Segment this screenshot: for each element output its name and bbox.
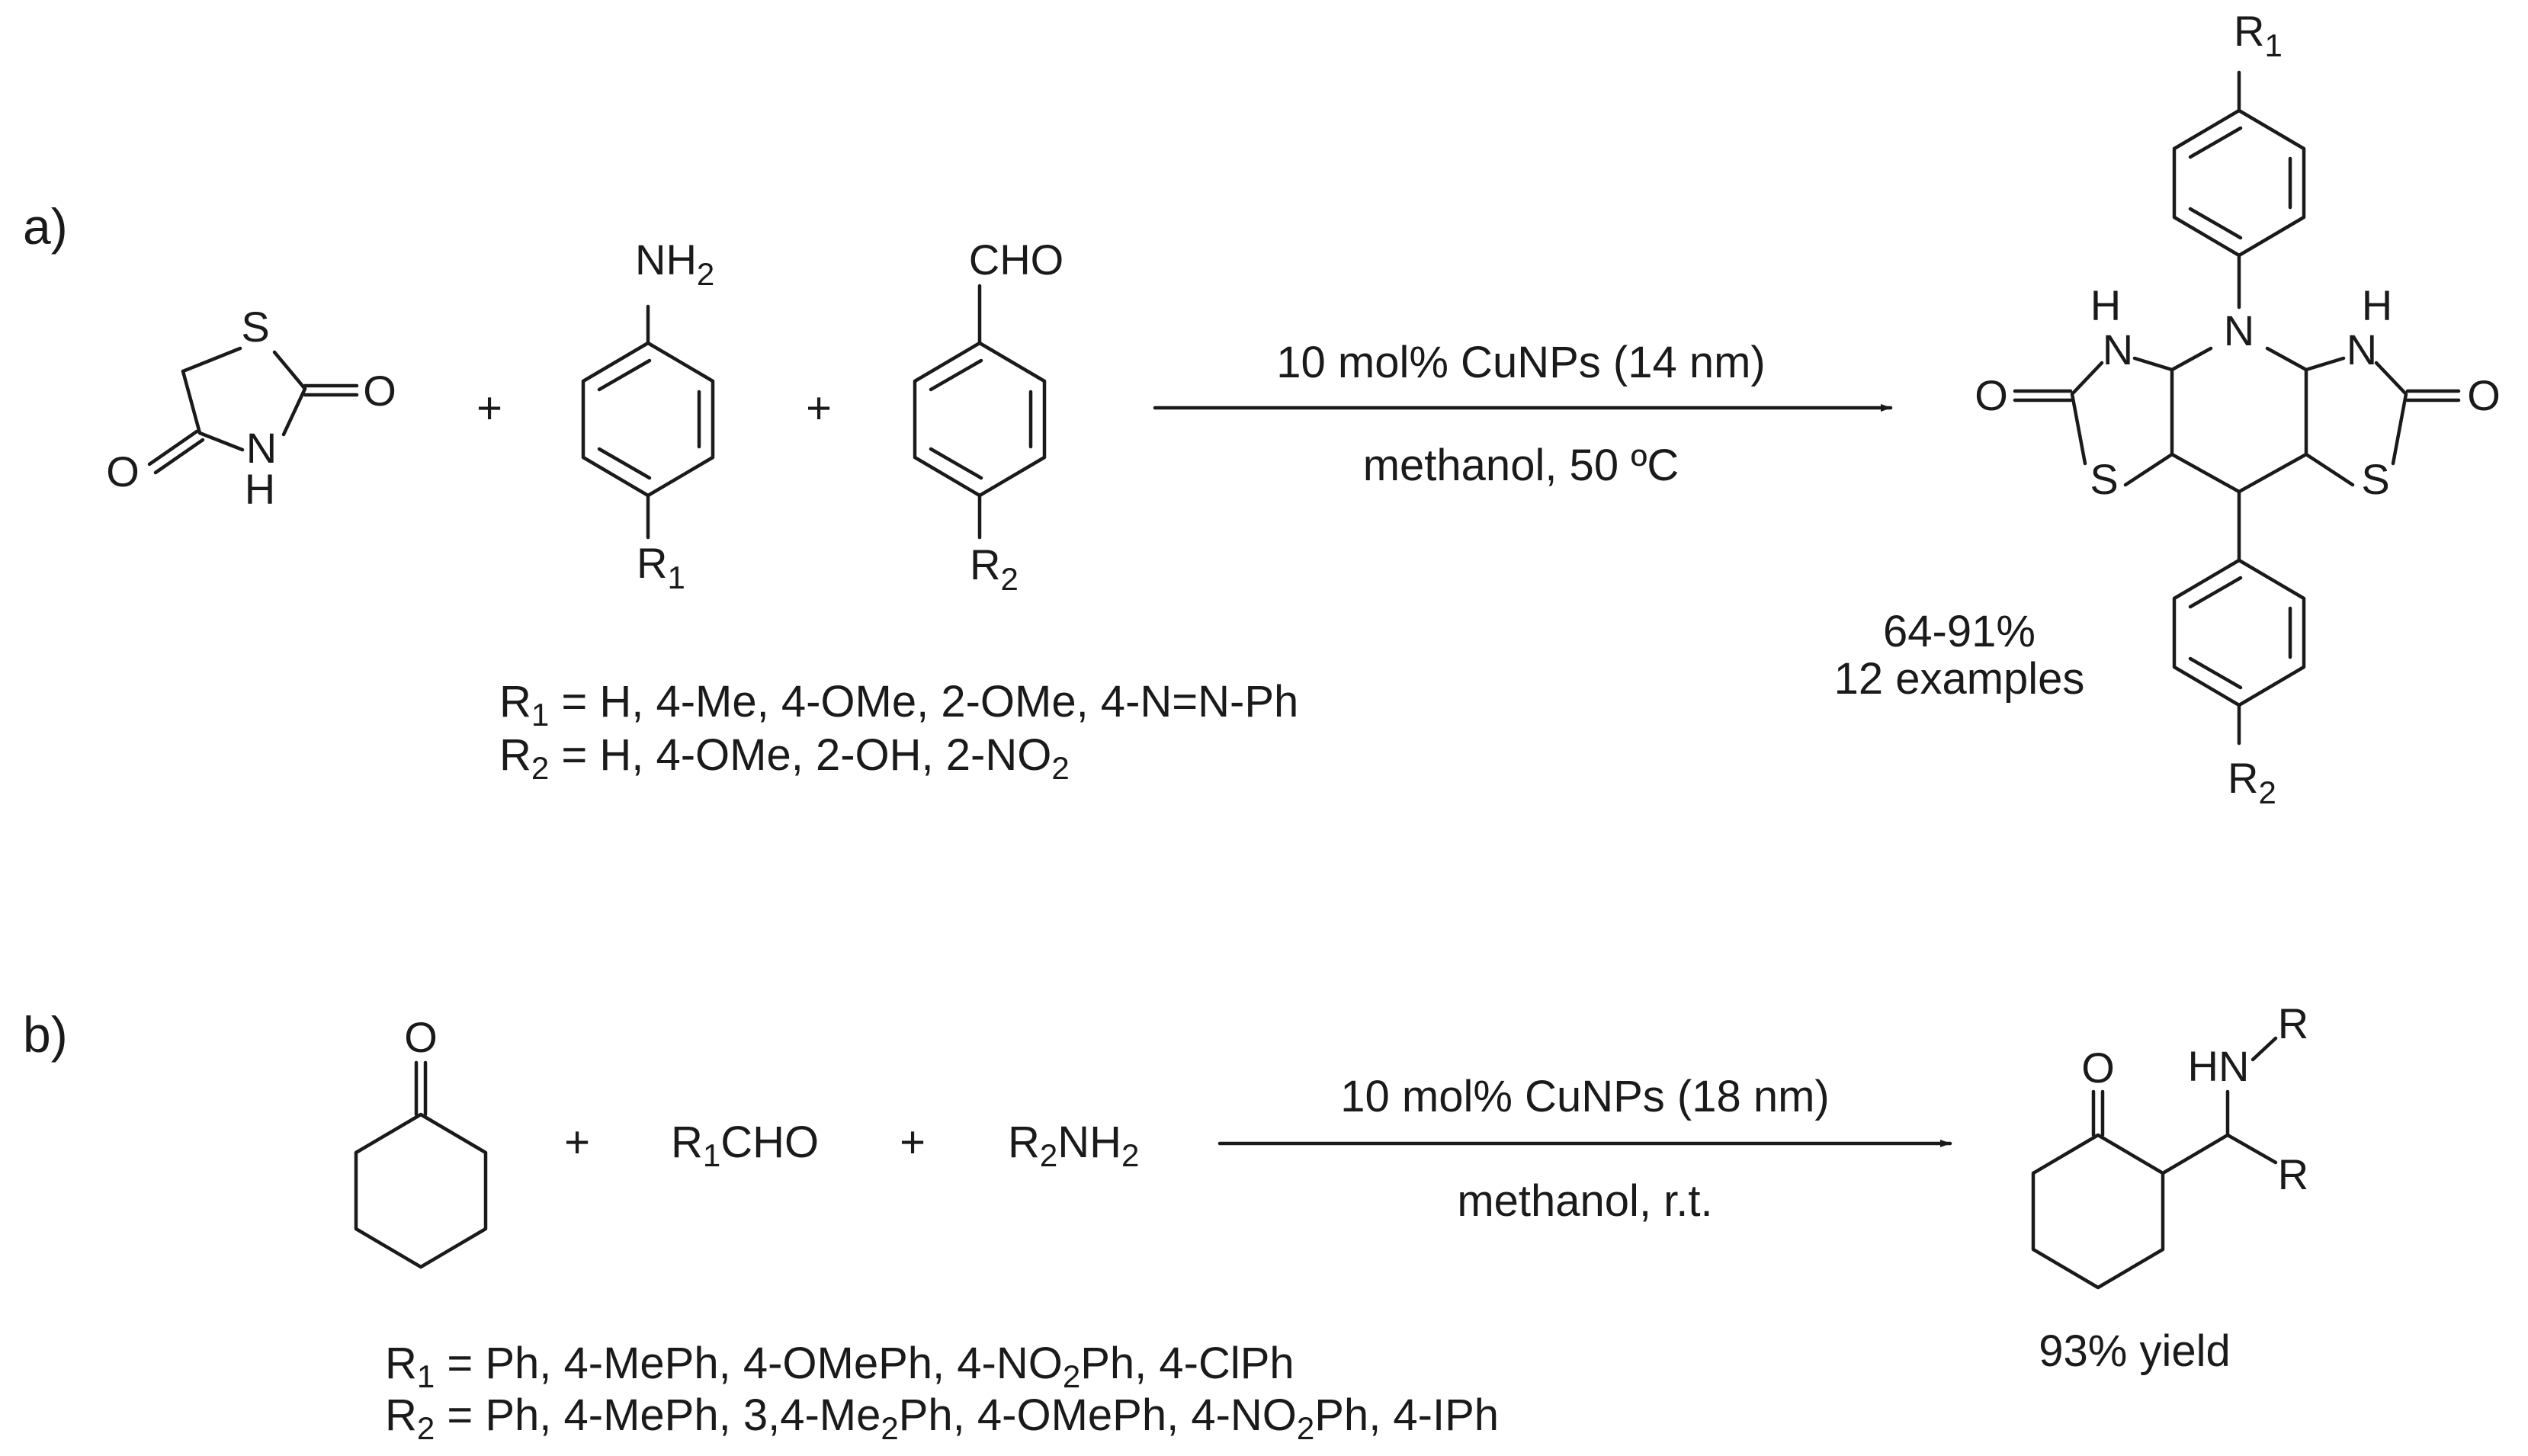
tzd-bond: [197, 431, 245, 452]
amine-r2nh2: R2NH2: [1008, 1118, 1139, 1173]
product-aryl-ring: [2172, 558, 2306, 707]
product-atom-n: N: [2103, 326, 2133, 374]
product-b-atom-o: O: [2081, 1044, 2115, 1092]
tzd-atom-n: N: [246, 424, 277, 472]
r1-definition: R1 = H, 4-Me, 4-OMe, 2-OMe, 4-N=N-Ph: [499, 677, 1298, 733]
cyclohexanone-atom-o: O: [404, 1013, 438, 1061]
tzd-carbonyl-bond: [147, 429, 205, 475]
panel-b-label: b): [23, 1006, 68, 1063]
product-b-r-label: R: [2278, 1150, 2308, 1198]
product-aryl-double-bond: [2188, 126, 2292, 240]
product-right-carbonyl: [2405, 389, 2461, 402]
product-b-ring: [2031, 1133, 2165, 1290]
yield-label: 93% yield: [2039, 1326, 2230, 1376]
conditions-top: 10 mol% CuNPs (14 nm): [1276, 338, 1765, 387]
benzaldehyde-ring: [913, 341, 1047, 498]
benzaldehyde-cho-label: CHO: [969, 236, 1063, 284]
tzd-carbonyl-bond: [303, 383, 359, 397]
product-atom-s: S: [2361, 455, 2389, 503]
tzd-atom-h: H: [245, 465, 275, 513]
panel-a: a) S O O N H + NH2 R1 +: [23, 7, 2501, 810]
plus-sign: +: [476, 383, 502, 433]
product-right-ring-bond: [2304, 356, 2408, 487]
conditions-bottom: methanol, 50 ºC: [1363, 441, 1679, 490]
product-r2-label: R2: [2228, 754, 2276, 810]
aniline-amine-label: NH2: [635, 236, 714, 292]
benzaldehyde-ring-double-bond: [929, 358, 1033, 480]
cyclohexanone-ring: [354, 1112, 488, 1269]
aniline-r1-label: R1: [637, 539, 685, 595]
product-b-r-label: R: [2278, 999, 2308, 1047]
product-b-bond: [2225, 1133, 2278, 1165]
conditions-bottom: methanol, r.t.: [1457, 1176, 1712, 1226]
product-aryl-ring: [2172, 108, 2306, 258]
conditions-top: 10 mol% CuNPs (18 nm): [1340, 1072, 1829, 1121]
tzd-atom-o: O: [106, 447, 140, 495]
r2-definition: R2 = Ph, 4-MePh, 3,4-Me2Ph, 4-OMePh, 4-N…: [385, 1390, 1499, 1446]
aniline-ring-double-bond: [597, 358, 701, 480]
product-a-structure: R1 N H N H N O O S S R2: [1975, 7, 2501, 810]
thiazolidinedione-structure: S O O N H: [106, 303, 396, 513]
benzaldehyde-r2-label: R2: [970, 540, 1019, 597]
panel-a-label: a): [23, 198, 68, 255]
product-atom-n: N: [2347, 326, 2377, 374]
aniline-structure: NH2 R1: [581, 236, 715, 595]
r1-definition: R1 = Ph, 4-MePh, 4-OMePh, 4-NO2Ph, 4-ClP…: [385, 1339, 1294, 1394]
product-atom-h: H: [2362, 281, 2392, 329]
benzaldehyde-structure: CHO R2: [913, 236, 1063, 597]
product-aryl-double-bond: [2188, 576, 2292, 690]
product-b-carbonyl: [2091, 1089, 2105, 1137]
product-atom-s: S: [2090, 455, 2118, 503]
product-b-bond: [2250, 1036, 2278, 1062]
tzd-bond: [181, 346, 242, 374]
product-r1-label: R1: [2234, 7, 2283, 63]
example-count: 12 examples: [1834, 654, 2085, 704]
yield-range: 64-91%: [1883, 607, 2036, 656]
product-atom-o: O: [1975, 371, 2008, 419]
r2-definition: R2 = H, 4-OMe, 2-OH, 2-NO2: [499, 730, 1070, 786]
tzd-atom-o: O: [363, 367, 396, 415]
tzd-atom-s: S: [241, 303, 269, 351]
plus-sign: +: [806, 383, 832, 433]
plus-sign: +: [564, 1118, 590, 1167]
plus-sign: +: [900, 1118, 926, 1167]
product-b-hn-label: HN: [2188, 1042, 2250, 1090]
tzd-bond: [281, 386, 307, 437]
tzd-bond: [272, 350, 307, 391]
product-atom-o: O: [2467, 371, 2501, 419]
product-left-carbonyl: [2013, 389, 2073, 402]
product-b-bond: [2161, 1133, 2230, 1175]
product-left-ring-bond: [2070, 356, 2174, 487]
product-atom-h: H: [2090, 281, 2121, 329]
aniline-ring: [581, 341, 715, 498]
cyclohexanone-structure: O: [354, 1013, 488, 1269]
aldehyde-r1cho: R1CHO: [671, 1118, 819, 1173]
product-atom-n: N: [2224, 306, 2254, 354]
cyclohexanone-carbonyl: [414, 1060, 428, 1117]
panel-b: b) O + R1CHO + R2NH2 10 mol% CuNPs (18 n…: [23, 999, 2308, 1446]
product-b-structure: O HN R R: [2031, 999, 2308, 1290]
tzd-bond: [181, 369, 202, 435]
product-piperidine-bond: [2170, 346, 2308, 494]
